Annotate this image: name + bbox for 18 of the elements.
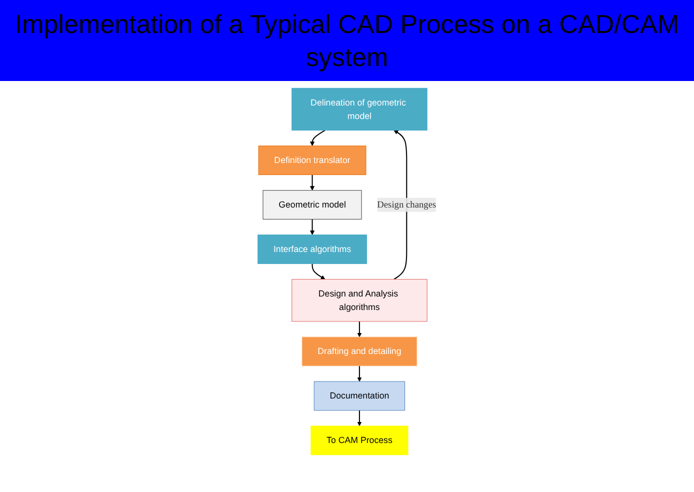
- arrow: [310, 129, 326, 146]
- arrow: [357, 365, 362, 382]
- arrow: [357, 320, 362, 337]
- node-box: To CAM Process: [310, 425, 408, 455]
- arrow: [312, 263, 326, 279]
- arrow: [357, 410, 362, 426]
- node-box: Drafting and detailing: [302, 336, 418, 366]
- title-banner: Implementation of a Typical CAD Process on a CAD/CAM system: [0, 0, 694, 81]
- node-box: Delineation of geometric model: [292, 87, 428, 130]
- edge-label: Design changes: [377, 198, 436, 210]
- node-box: Definition translator: [258, 145, 366, 175]
- arrow: [394, 130, 408, 280]
- node-box: Documentation: [314, 380, 406, 410]
- node-box: Geometric model: [262, 190, 362, 219]
- arrow: [310, 174, 315, 190]
- node-box: Design and Analysis algorithms: [292, 278, 428, 322]
- node-box: Interface algorithms: [258, 234, 367, 264]
- arrow: [310, 218, 315, 235]
